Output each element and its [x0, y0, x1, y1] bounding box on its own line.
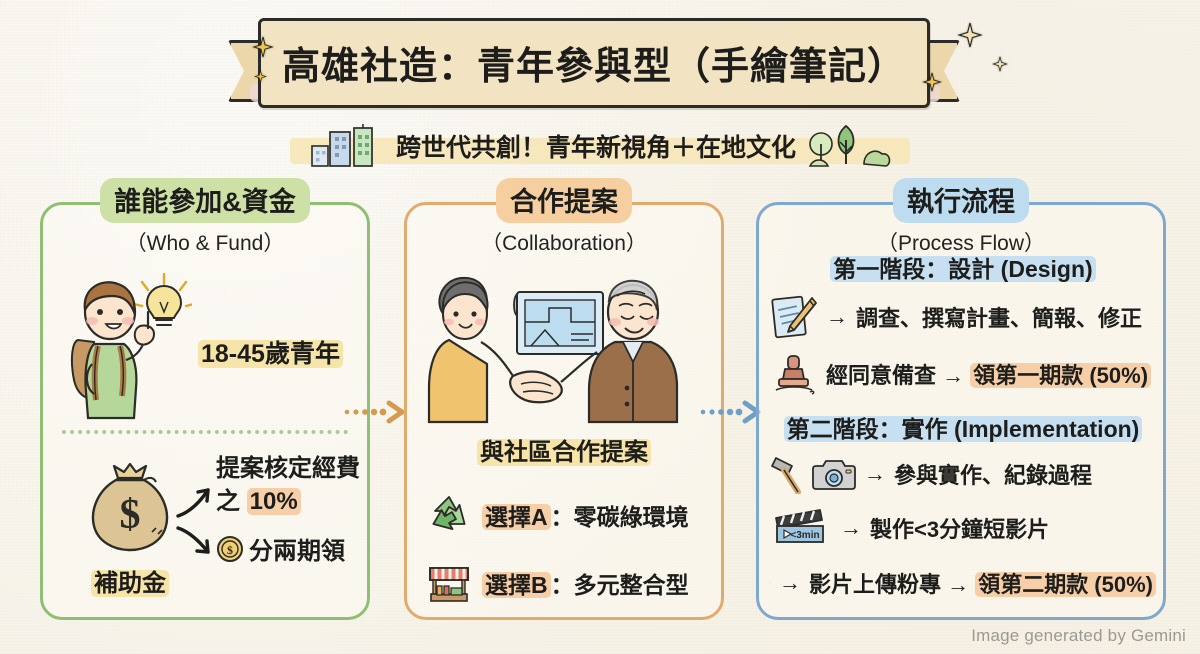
panel-header: 執行流程 （Process Flow） [756, 178, 1166, 257]
panel-header: 合作提案 （Collaboration） [404, 178, 724, 257]
market-stall-icon [429, 567, 469, 602]
step-text: 參與實作、紀錄過程 [894, 463, 1093, 488]
panel-process-flow: 執行流程 （Process Flow） 第一階段：設計 (Design) → 調… [756, 178, 1166, 620]
option-a-text: 選擇A：零碳綠環境 [482, 498, 689, 532]
panel-body: 與社區合作提案 選擇A：零碳綠環境 [404, 254, 724, 620]
upload-icon [770, 582, 771, 584]
step-text: 製作<3分鐘短影片 [870, 517, 1050, 542]
subtitle: 跨世代共創！青年新視角＋在地文化 [395, 134, 796, 162]
step-text: 影片上傳粉專 → 領第二期款 (50%) [809, 567, 1156, 599]
subtitle-highlight-band [290, 138, 910, 164]
svg-text:$: $ [120, 492, 141, 538]
sparkle-icon [922, 72, 942, 92]
step-arrow: → [864, 461, 886, 486]
panel-who-and-fund: 誰能參加&資金 （Who & Fund） [40, 178, 370, 620]
memo-pencil-icon [771, 295, 817, 339]
panel-collaboration: 合作提案 （Collaboration） [404, 178, 724, 620]
panel-body: 第一階段：設計 (Design) → 調查、撰寫計畫、簡報、修正 [770, 250, 1156, 604]
budget-line-2: 之 10% [216, 487, 364, 518]
phase1-step-1: → 調查、撰寫計畫、簡報、修正 [770, 294, 1156, 340]
svg-text:$: $ [227, 543, 233, 557]
connector-arrow-panel1-panel2 [344, 400, 405, 424]
subsidy-group: $ 補助金 [70, 456, 190, 598]
options-list: 選擇A：零碳綠環境 [426, 492, 710, 628]
step-arrow: → [778, 570, 801, 595]
age-range-label: 18-45歲青年 [198, 334, 343, 370]
handshake-illustration [427, 276, 679, 424]
clapper-duration-label: <3min [790, 530, 819, 541]
option-row: 選擇B：多元整合型 [426, 560, 710, 606]
film-clapper-icon: <3min [775, 509, 824, 543]
branch-arrows-icon [176, 488, 210, 554]
budget-percent: 10% [246, 487, 301, 515]
coin-icon: $ [217, 535, 243, 562]
sparkle-icon [992, 56, 1008, 72]
panel-subtitle: （Collaboration） [481, 232, 647, 255]
phase-1-title: 第一階段：設計 (Design) [770, 250, 1156, 284]
panel-subtitle: （Process Flow） [876, 232, 1046, 255]
phase2-step-1: → 參與實作、紀錄過程 [770, 454, 1156, 494]
page-title: 高雄社造：青年參與型（手繪筆記） [281, 45, 906, 88]
panel-header: 誰能參加&資金 （Who & Fund） [40, 178, 370, 257]
eligibility-block: 18-45歲青年 [40, 262, 370, 422]
stamp-icon [775, 355, 815, 395]
step-arrow: → [826, 304, 848, 329]
subsidy-label: 補助金 [70, 563, 190, 598]
sparkle-icon [252, 36, 274, 58]
budget-line-1: 提案核定經費 [216, 455, 360, 482]
ribbon-body: 高雄社造：青年參與型（手繪筆記） [258, 18, 930, 108]
panel-title: 執行流程 [893, 178, 1029, 223]
connector-arrow-panel2-panel3 [700, 400, 761, 424]
option-row: 選擇A：零碳綠環境 [426, 492, 710, 538]
panel-title: 合作提案 [496, 178, 632, 223]
sparkle-icon [957, 22, 983, 48]
subtitle-row: 跨世代共創！青年新視角＋在地文化 [0, 122, 1200, 170]
phase2-step-3: → 影片上傳粉專 → 領第二期款 (50%) [770, 562, 1156, 604]
funding-details: 提案核定經費 之 10% $ 分兩期領 [216, 454, 364, 566]
panel-body: 18-45歲青年 $ 補助金 [40, 254, 370, 620]
option-b-text: 選擇B：多元整合型 [482, 566, 689, 600]
money-bag-icon: $ [91, 462, 169, 552]
young-person-with-backpack-illustration [70, 272, 192, 420]
lightbulb-icon [132, 272, 192, 326]
panel-subtitle: （Who & Fund） [125, 232, 285, 255]
collaboration-caption: 與社區合作提案 [404, 432, 724, 467]
phase-2-title: 第二階段：實作 (Implementation) [770, 410, 1156, 444]
blueprint-icon [513, 291, 604, 355]
installment-text: 分兩期領 [249, 538, 345, 566]
recycle-icon [432, 496, 466, 531]
watermark: Image generated by Gemini [971, 626, 1186, 645]
trees-icon [808, 124, 891, 167]
step-text: 調查、撰寫計畫、簡報、修正 [856, 306, 1143, 331]
panel1-divider [62, 430, 348, 434]
installment-line: $ 分兩期領 [216, 531, 364, 566]
panel-title: 誰能參加&資金 [100, 178, 310, 223]
phase1-step-2: 經同意備查 → 領第一期款 (50%) [770, 352, 1156, 396]
step-text: 經同意備查 → 領第一期款 (50%) [826, 358, 1152, 390]
hammer-icon [771, 457, 801, 494]
step-arrow: → [840, 515, 862, 540]
sparkle-icon [254, 70, 267, 83]
title-ribbon: 高雄社造：青年參與型（手繪筆記） [228, 14, 1008, 118]
city-buildings-icon [311, 124, 373, 167]
phase2-step-2: <3min → 製作<3分鐘短影片 [770, 506, 1156, 550]
camera-icon [812, 460, 856, 490]
